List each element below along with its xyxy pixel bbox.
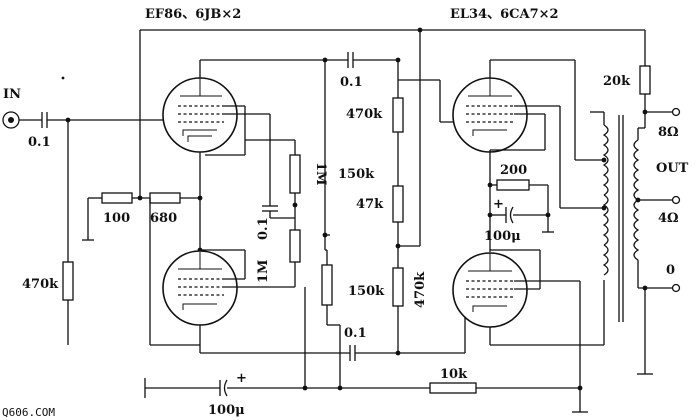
pentode-tube-upper: [162, 77, 238, 153]
input-capacitor: [41, 112, 48, 128]
cathode-resistor-680-label: 680: [150, 211, 177, 226]
supply-cap-label: 100μ: [208, 403, 245, 418]
screen-resistor-1M-b-label: 1M: [256, 260, 271, 283]
output-terminal-8: [671, 107, 681, 117]
load-resistor-150k-b-label: 150k: [348, 284, 385, 299]
tap-4-label: 4Ω: [658, 211, 679, 226]
cathode-cap-plus: +: [493, 197, 504, 212]
grid-resistor-470k-mid: [392, 267, 404, 307]
grid-resistor-470k-top-label: 470k: [346, 107, 383, 122]
power-tubes-label: EL34、6CA7×2: [450, 7, 559, 22]
divider-resistor-47k: [392, 185, 404, 223]
feedback-resistor-20k: [639, 65, 651, 95]
output-label: OUT: [656, 161, 689, 176]
supply-resistor-10k: [429, 382, 477, 394]
screen-resistor-1M-b: [289, 229, 301, 263]
load-resistor-150k-a-label: 150k: [338, 167, 375, 182]
coupling-cap-top-label: 0.1: [340, 75, 363, 90]
cathode-resistor-200-label: 200: [500, 163, 527, 178]
output-terminal-4: [671, 195, 681, 205]
grid-resistor-470k: [62, 261, 74, 301]
cathode-resistor-100-label: 100: [103, 211, 130, 226]
input-terminal: [2, 111, 20, 129]
bypass-capacitor-label: 0.1: [256, 217, 271, 240]
cathode-resistor-200: [496, 179, 530, 191]
grid-resistor-470k-mid-label: 470k: [413, 271, 428, 308]
cathode-cap-label: 100μ: [484, 229, 521, 244]
output-transformer-primary: [602, 124, 609, 276]
tap-8-label: 8Ω: [658, 125, 679, 140]
input-label: IN: [3, 87, 21, 102]
small-tubes-label: EF86、6JB×2: [145, 7, 241, 22]
stray-dot: [61, 76, 65, 80]
divider-resistor-47k-label: 47k: [356, 197, 384, 212]
power-tube-upper: [452, 77, 528, 153]
pentode-tube-lower: [162, 250, 238, 326]
coupling-cap-bottom-label: 0.1: [344, 326, 367, 341]
cathode-resistor-680: [149, 192, 181, 204]
supply-cap-plus: +: [236, 371, 247, 386]
input-capacitor-label: 0.1: [28, 135, 51, 150]
cathode-resistor-100: [101, 192, 133, 204]
watermark: Q606.COM: [2, 406, 55, 419]
feedback-resistor-label: 20k: [603, 74, 631, 89]
supply-resistor-10k-label: 10k: [440, 367, 468, 382]
tap-0-label: 0: [666, 263, 675, 278]
grid-resistor-470k-top: [392, 97, 404, 133]
power-tube-lower: [452, 252, 528, 328]
screen-resistor-1M-a: [289, 154, 301, 194]
load-resistor-150k-b: [321, 264, 333, 306]
output-transformer-secondary: [633, 139, 640, 261]
grid-resistor-label: 470k: [22, 277, 59, 292]
output-terminal-0: [671, 283, 681, 293]
screen-resistor-1M-a-label: 1M: [313, 162, 328, 185]
